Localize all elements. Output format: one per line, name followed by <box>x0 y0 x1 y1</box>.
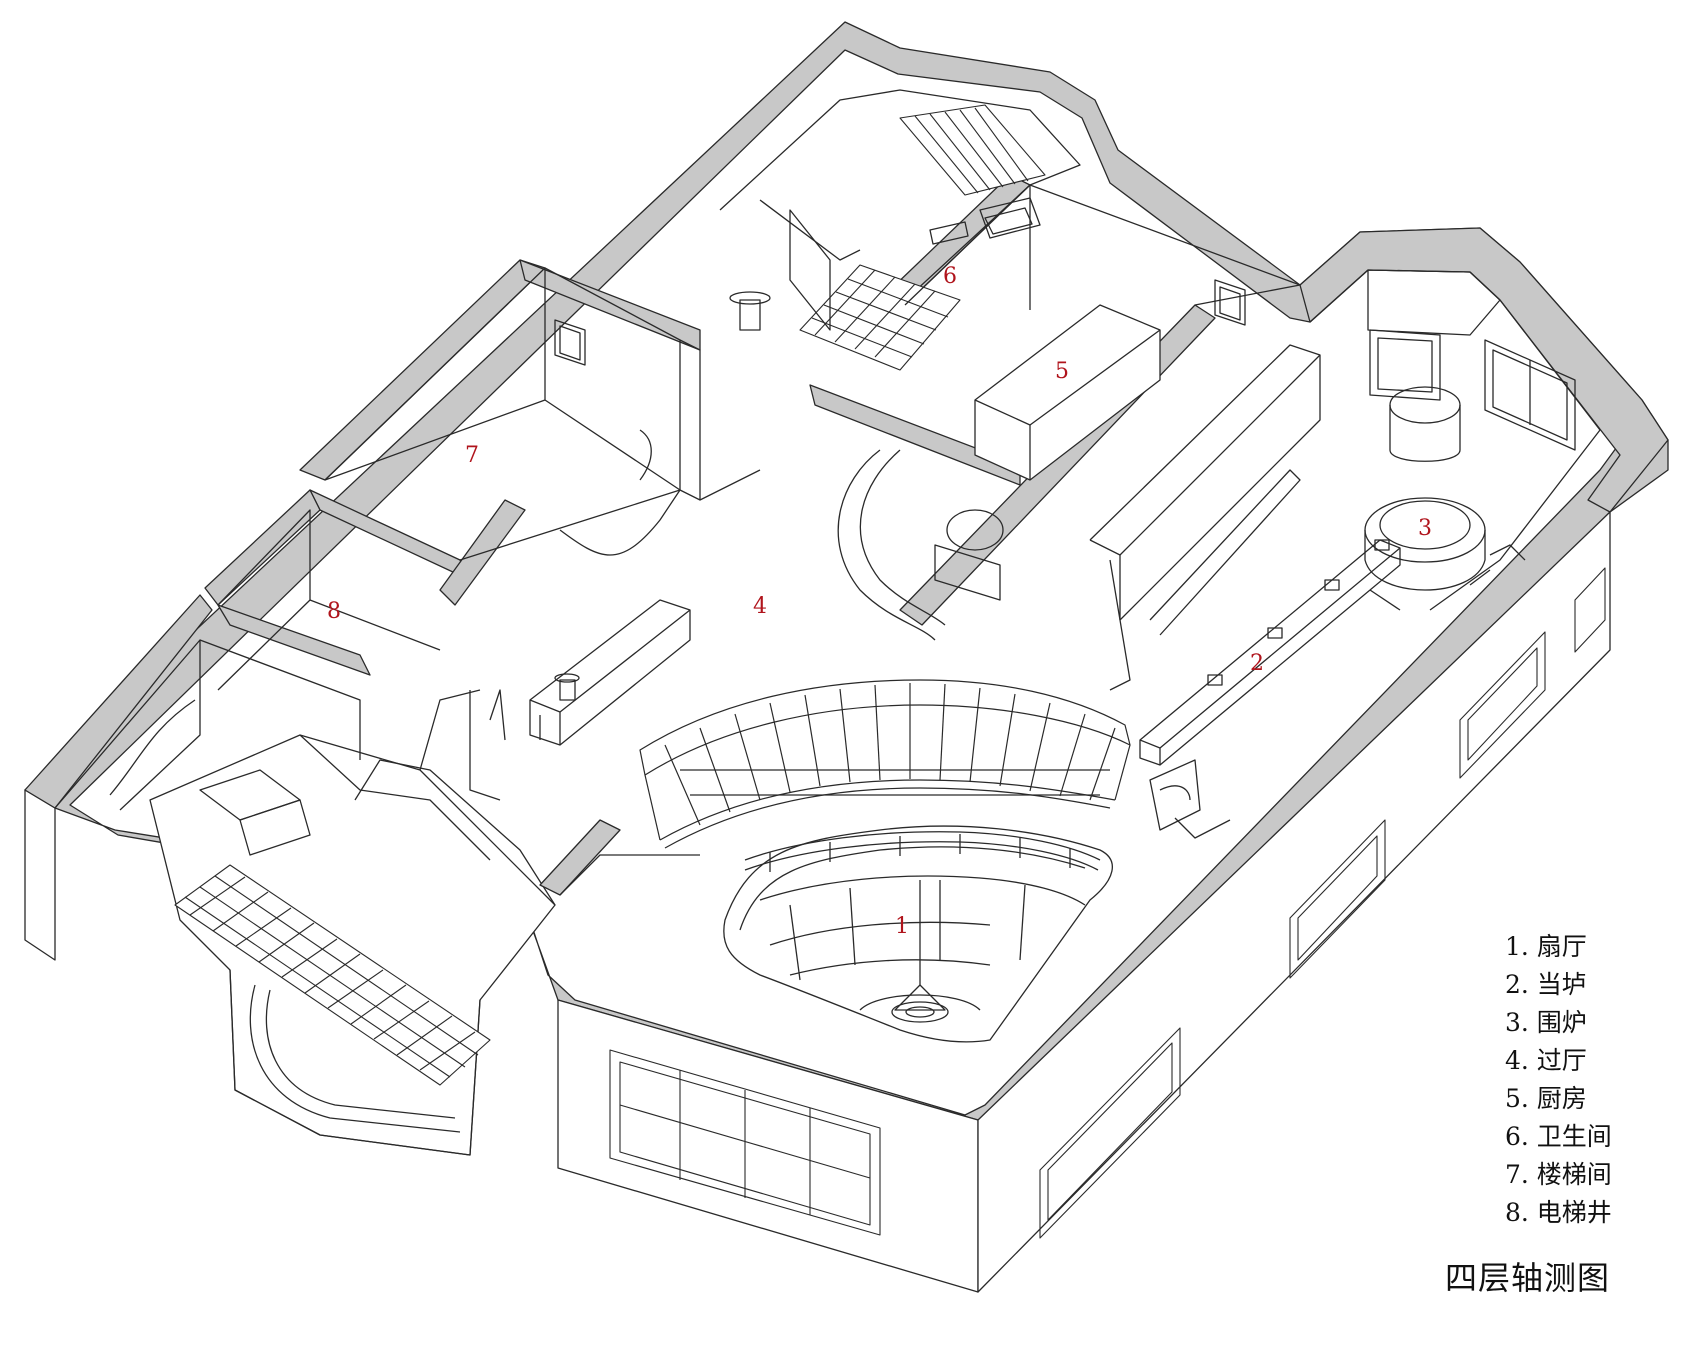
entrance-canopy <box>174 864 491 1086</box>
legend-item: 4. 过厅 <box>1505 1046 1587 1075</box>
corridor-skylight <box>799 264 961 371</box>
legend-item: 1. 扇厅 <box>1505 932 1587 961</box>
fan-pergola <box>639 679 1131 849</box>
room-legend: 1. 扇厅 2. 当垆 3. 围炉 4. 过厅 5. 厨房 6. 卫生间 7. … <box>1505 928 1612 1232</box>
legend-item: 8. 电梯井 <box>1505 1198 1612 1227</box>
room-number-4: 4 <box>753 594 767 619</box>
legend-item: 3. 围炉 <box>1505 1008 1587 1037</box>
partition-wall <box>204 489 321 606</box>
legend-item: 6. 卫生间 <box>1505 1122 1612 1151</box>
east-windows <box>1039 567 1606 1239</box>
room-number-1: 1 <box>895 914 909 939</box>
bathroom-skylight <box>899 104 1046 196</box>
room-number-7: 7 <box>465 443 479 468</box>
east-facade <box>977 511 1611 1293</box>
south-facade <box>557 999 979 1293</box>
room-number-2: 2 <box>1250 651 1264 676</box>
room-number-6: 6 <box>943 264 957 289</box>
right-wing-band <box>1299 227 1669 513</box>
room-numbers: 1 2 3 4 5 6 7 8 <box>327 264 1432 939</box>
partition-wall <box>24 594 213 809</box>
south-windows <box>609 1049 881 1236</box>
kitchen-island <box>974 304 1161 481</box>
room5-interior <box>904 184 1301 306</box>
drawing-title: 四层轴测图 <box>1445 1259 1611 1297</box>
legend-item: 5. 厨房 <box>1505 1084 1587 1113</box>
room6-interior <box>719 89 1081 306</box>
room-number-3: 3 <box>1418 516 1432 541</box>
legend-item: 7. 楼梯间 <box>1505 1160 1612 1189</box>
fan-hall-opening <box>723 825 1113 1043</box>
legend-item: 2. 当垆 <box>1505 970 1587 999</box>
room-number-8: 8 <box>327 599 341 624</box>
room-number-5: 5 <box>1055 359 1069 384</box>
partition-wall <box>539 819 621 896</box>
partition-wall <box>217 604 371 676</box>
west-facade <box>24 789 56 961</box>
room8-interior <box>217 509 311 691</box>
